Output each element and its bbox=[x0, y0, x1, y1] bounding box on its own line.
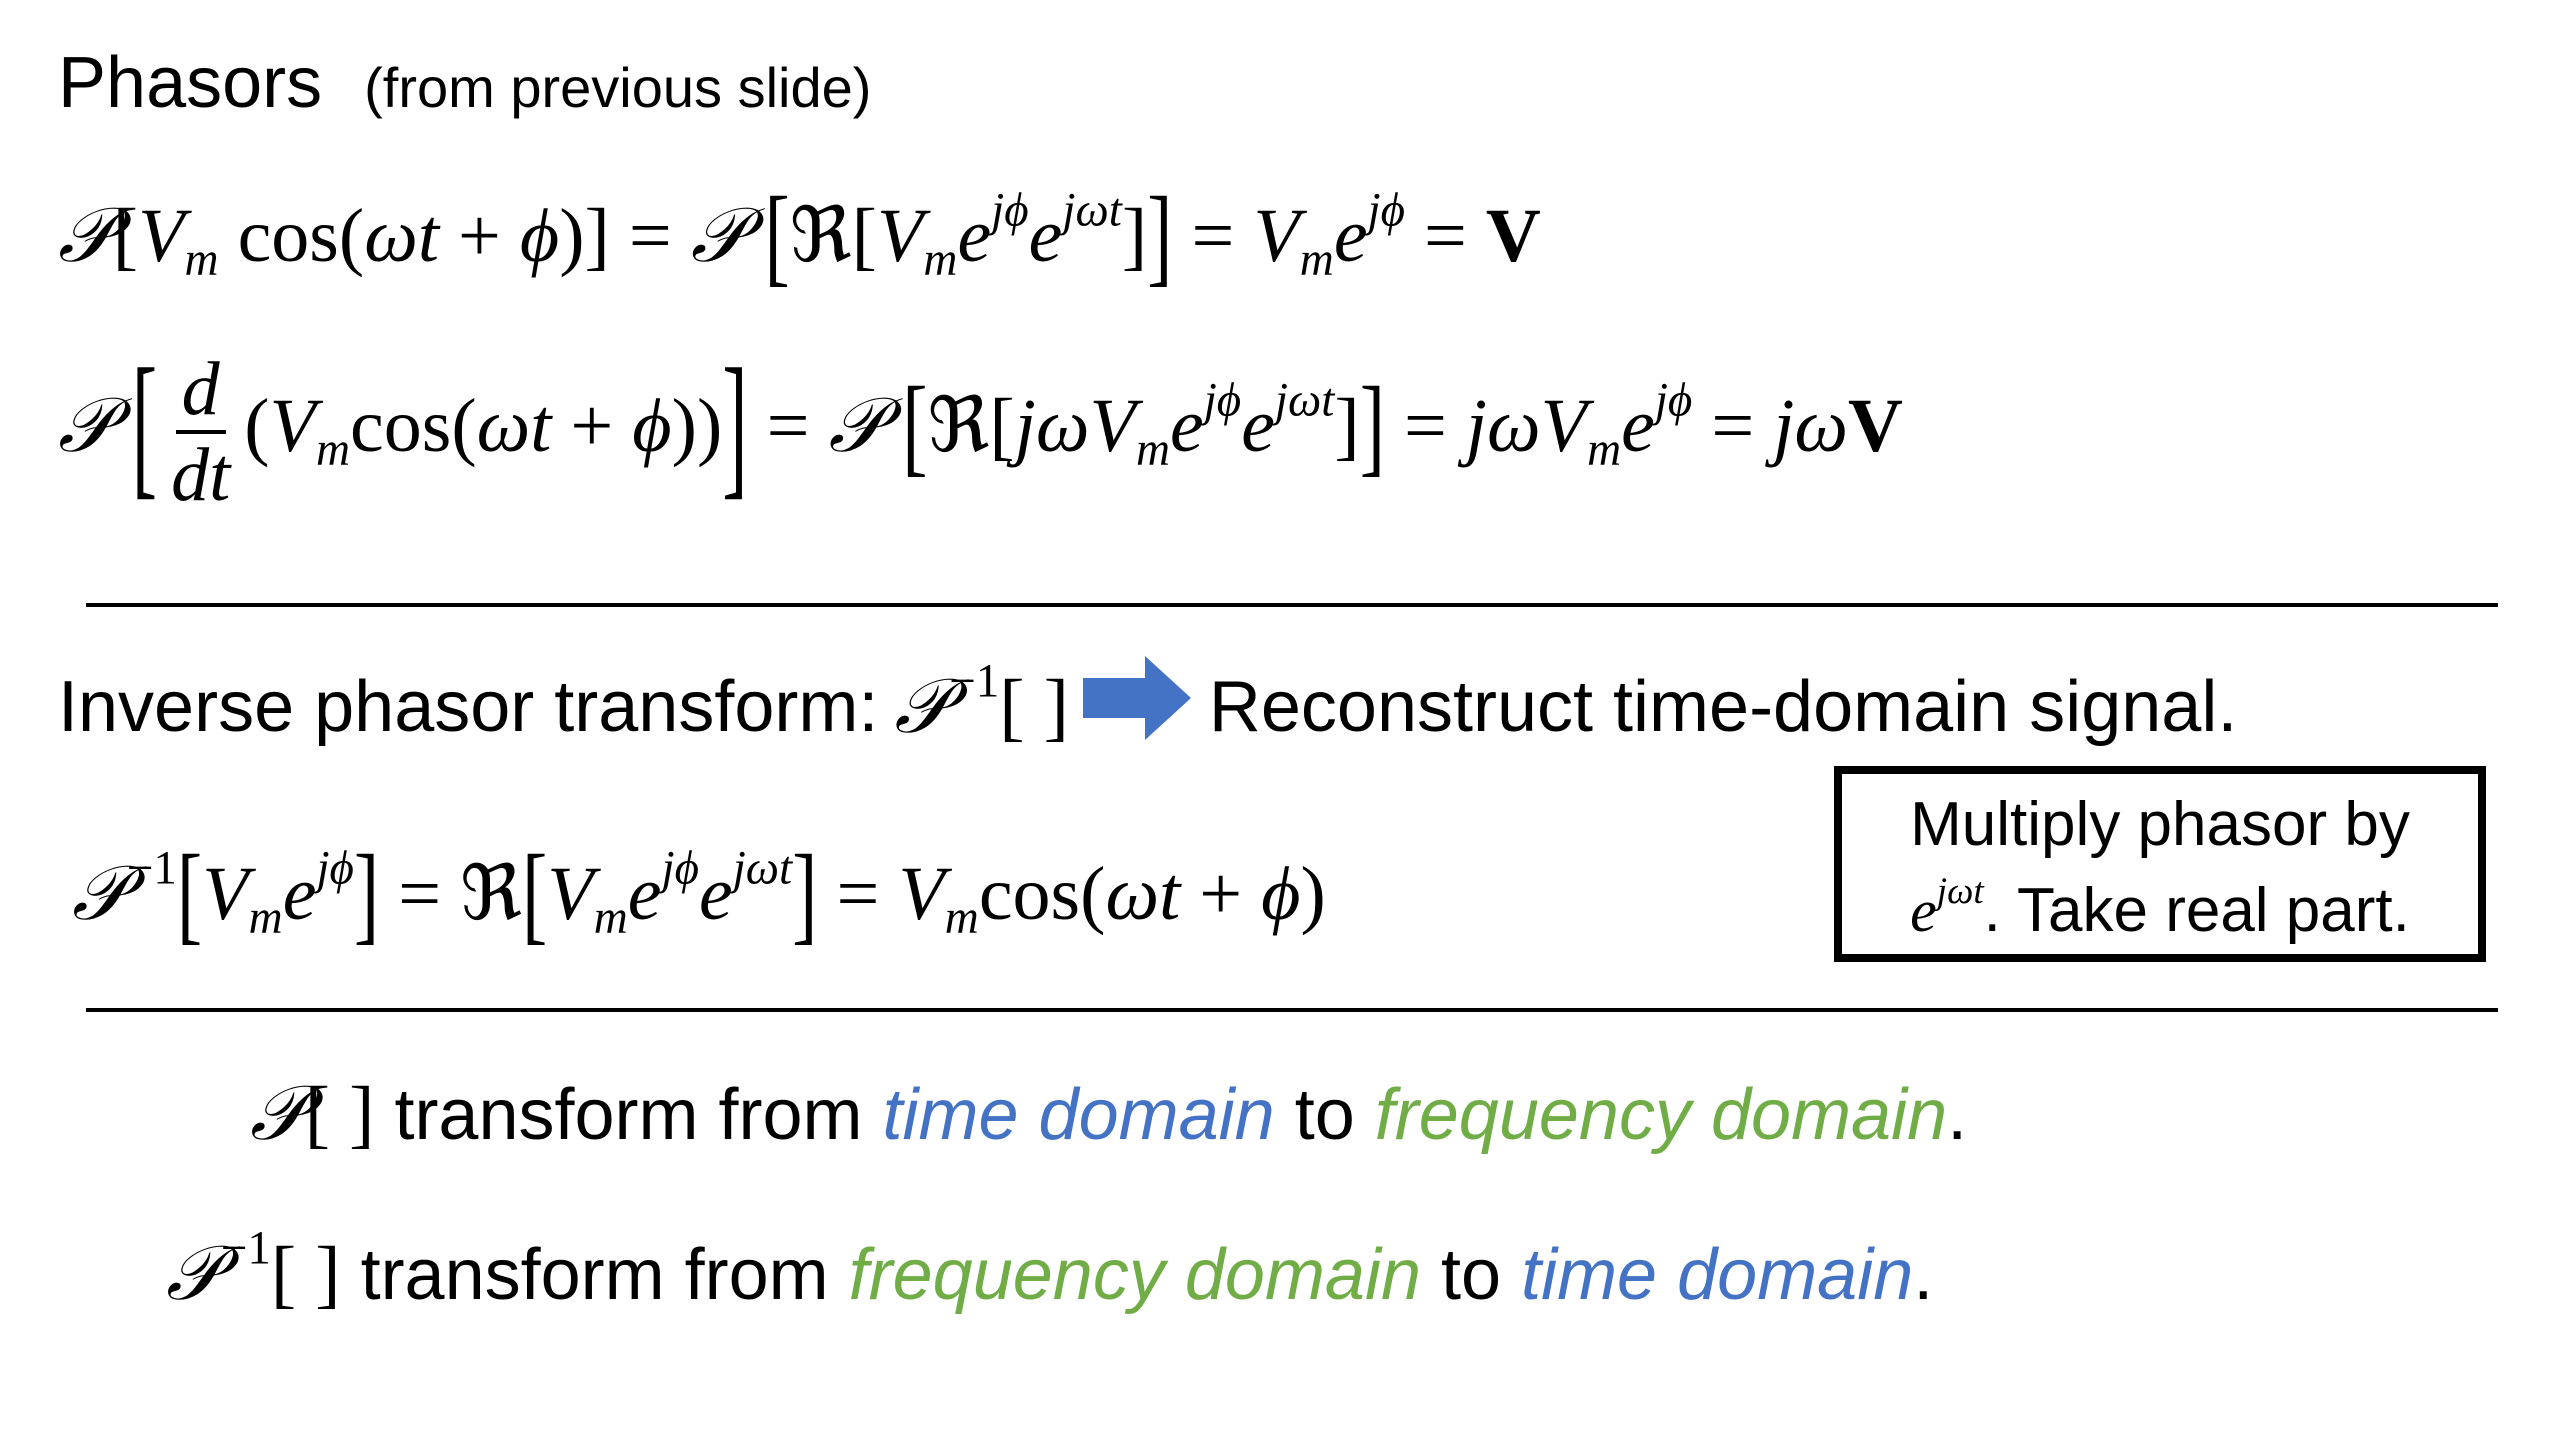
summary-forward-mid: to bbox=[1294, 1075, 1355, 1155]
divider-top bbox=[86, 603, 2498, 607]
title-sub: (from previous slide) bbox=[364, 56, 872, 119]
summary-inverse-prefix: transform from bbox=[360, 1235, 829, 1315]
note-box: Multiply phasor by ejωt. Take real part. bbox=[1834, 766, 2486, 962]
summary-inverse-to: time domain bbox=[1521, 1235, 1914, 1315]
note-line-1: Multiply phasor by bbox=[1910, 790, 2410, 859]
inverse-operator-summary: 𝒫−1[ ] bbox=[166, 1222, 341, 1317]
title-main: Phasors bbox=[58, 43, 323, 123]
right-arrow-icon bbox=[1082, 656, 1191, 757]
note-line-2-text: . Take real part. bbox=[1983, 876, 2410, 945]
summary-inverse-mid: to bbox=[1441, 1235, 1502, 1315]
forward-operator: 𝒫[ ] bbox=[250, 1068, 375, 1157]
summary-inverse: 𝒫−1[ ] transform from frequency domain t… bbox=[166, 1222, 1934, 1319]
summary-forward-end: . bbox=[1947, 1075, 1968, 1155]
inverse-label: Inverse phasor transform: bbox=[58, 666, 879, 747]
summary-inverse-end: . bbox=[1913, 1235, 1934, 1315]
inverse-description: Reconstruct time-domain signal. bbox=[1208, 666, 2238, 747]
page-title: Phasors (from previous slide) bbox=[58, 42, 871, 124]
equation-phasor-transform: 𝒫[Vm cos(ωt + ϕ)] = 𝒫 [ℜ[Vmejϕejωt]] = V… bbox=[58, 174, 1541, 297]
summary-forward: 𝒫[ ] transform from time domain to frequ… bbox=[250, 1068, 1967, 1159]
note-line-2: ejωt. Take real part. bbox=[1910, 871, 2410, 945]
equation-inverse-transform: 𝒫−1[Vmejϕ] = ℜ[Vmejϕejωt] = Vmcos(ωt + ϕ… bbox=[72, 832, 1326, 955]
summary-forward-to: frequency domain bbox=[1374, 1075, 1948, 1155]
summary-forward-from: time domain bbox=[882, 1075, 1275, 1155]
inverse-operator: 𝒫−1[ ] bbox=[894, 655, 1069, 750]
divider-bottom bbox=[86, 1008, 2498, 1012]
summary-forward-prefix: transform from bbox=[394, 1075, 863, 1155]
inverse-transform-line: Inverse phasor transform: 𝒫−1[ ] Reconst… bbox=[58, 656, 2237, 757]
summary-inverse-from: frequency domain bbox=[848, 1235, 1421, 1315]
